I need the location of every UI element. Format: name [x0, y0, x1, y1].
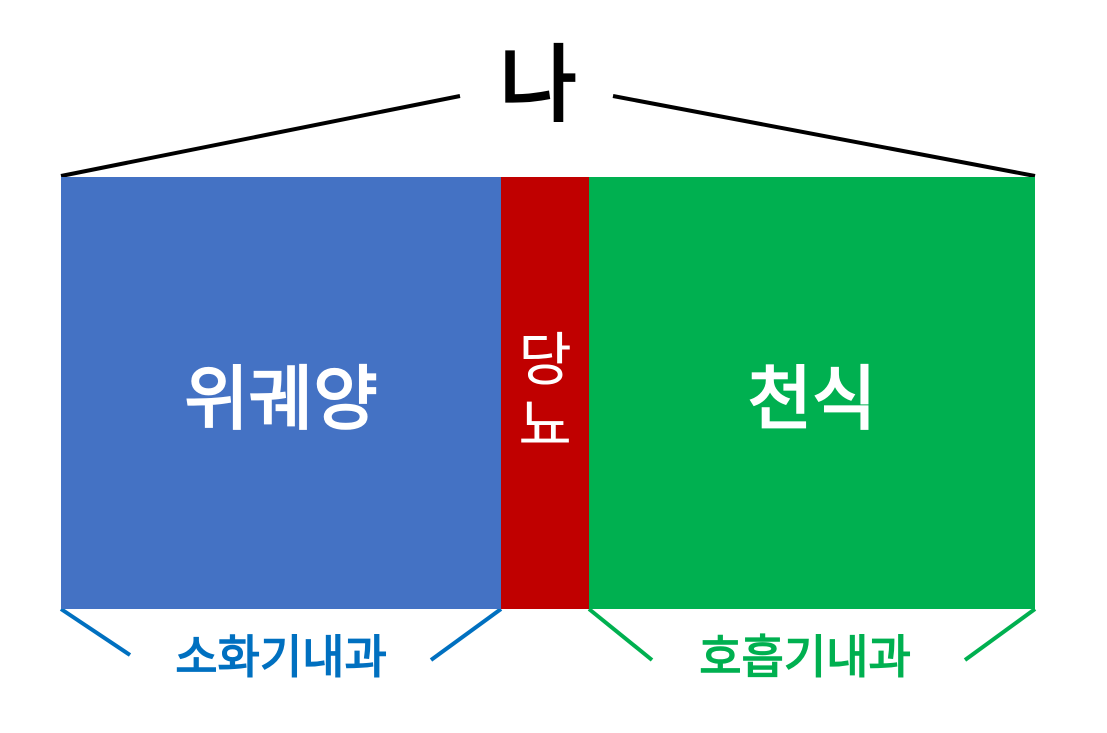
top-label: 나	[499, 36, 577, 134]
left-group-label: 소화기내과	[175, 630, 387, 684]
top-bracket-right-line	[612, 94, 1036, 178]
right-group-label: 호흡기내과	[699, 630, 911, 684]
bottom-left-bracket-left-line	[59, 607, 132, 657]
bottom-left-bracket-right-line	[429, 607, 503, 662]
middle-section-char-1: 당	[518, 326, 572, 395]
left-section-box: 위궤양	[61, 177, 501, 609]
top-bracket-left-line	[60, 94, 461, 178]
right-section-label: 천식	[747, 357, 877, 440]
left-section-label: 위궤양	[184, 357, 378, 440]
bottom-right-bracket-right-line	[963, 607, 1037, 662]
middle-section-char-2: 뇨	[518, 391, 572, 459]
right-section-box: 천식	[589, 177, 1035, 609]
bottom-right-bracket-left-line	[587, 607, 654, 662]
middle-section-box: 당 뇨	[501, 177, 589, 609]
